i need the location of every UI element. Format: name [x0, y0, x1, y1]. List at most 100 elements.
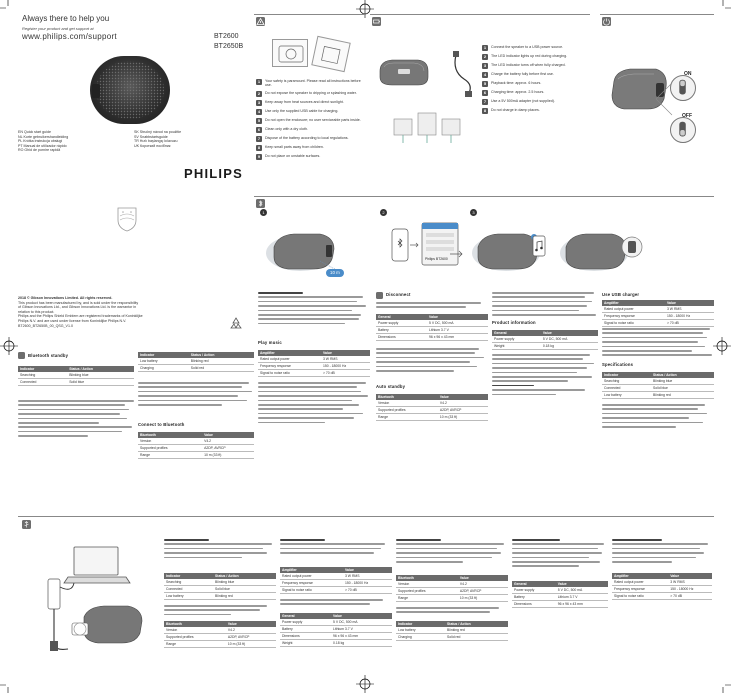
table-header: Value [457, 575, 508, 581]
table-cell: Range [138, 451, 203, 459]
table-cell: Connected [164, 585, 214, 593]
table-cell: Blinking blue [67, 372, 134, 379]
language-item: PT Manual de utilizador rápido [18, 143, 67, 148]
section-title-product-info: Product information [492, 320, 536, 325]
table-cell: Battery [376, 326, 428, 334]
support-url[interactable]: www.philips.com/support [22, 32, 117, 41]
speaker-box-illustration [272, 39, 308, 67]
power-outlet-illustration [392, 111, 462, 147]
power-panel: ON OFF [600, 14, 714, 190]
crop-mark-bottom-right [715, 677, 731, 693]
charge-step: Connect the speaker to a USB power sourc… [491, 45, 564, 49]
language-item: SV Snabbstartsguide [134, 134, 168, 139]
safety-note: Do not expose the speaker to dripping or… [265, 90, 357, 95]
philips-logo: PHILIPS [184, 166, 243, 181]
table-cell: 150 - 18000 Hz [342, 579, 392, 587]
phone-bluetooth-illustration [388, 219, 476, 269]
table-cell: Blinking red [445, 627, 508, 634]
table-cell: Frequency response [602, 312, 665, 320]
speaker-playing-illustration [554, 227, 644, 275]
power-icon [602, 17, 611, 26]
usb-cable-illustration [450, 51, 478, 97]
crop-mark-top-right [715, 0, 731, 16]
table-cell: 96 x 96 x 43 mm [555, 600, 608, 608]
table-cell: Rated output power [258, 356, 321, 363]
table-cell: Weight [280, 639, 332, 647]
table-cell: V4.2 [437, 400, 488, 407]
table-header: Amplifier [602, 300, 665, 306]
table-header: Indicator [396, 621, 446, 627]
registration-mark-right [713, 337, 731, 355]
table-header: Value [668, 573, 712, 579]
table-cell: Blinking red [651, 391, 714, 399]
table-cell: Blinking blue [651, 378, 714, 385]
table-header: Value [540, 330, 598, 336]
table-cell: Weight [492, 342, 541, 350]
table-cell: 3 W RMS [664, 306, 714, 313]
table-cell: 3 W RMS [342, 573, 392, 580]
table-cell: Blinking red [188, 358, 254, 365]
table-cell: Dimensions [376, 333, 428, 341]
table-header: Value [331, 613, 392, 619]
table-cell: Dimensions [280, 632, 332, 640]
table-cell: Frequency response [280, 579, 343, 587]
language-list-left: EN Quick start guide NL Korte gebruikers… [18, 130, 123, 153]
table-cell: Supported profiles [396, 587, 458, 595]
usb-text-column-3 [396, 539, 508, 565]
usb-text-column-2 [280, 539, 392, 557]
distance-label: 10 m [330, 270, 340, 275]
table-header: Value [555, 581, 608, 587]
table-header: Indicator [138, 352, 189, 358]
language-item: PL Krótka instrukcja obsługi [18, 139, 63, 144]
product-info-description [492, 292, 598, 318]
table-cell: A2DP, AVRCP [202, 444, 254, 452]
usb-text-column-2b [280, 599, 392, 608]
battery-icon [372, 17, 381, 26]
table-header: Bluetooth [164, 621, 226, 627]
table-cell: Charging [138, 364, 189, 372]
table-header: Amplifier [280, 567, 343, 573]
table-cell: Signal to noise ratio [612, 592, 669, 600]
play-description [258, 292, 370, 327]
safety-note: Clean only with a dry cloth. [265, 126, 308, 131]
table-cell: Power supply [280, 619, 332, 626]
table-header: Status / Action [445, 621, 508, 627]
power-off-zoom [670, 117, 696, 143]
charge-step: The LED indicator turns off when fully c… [491, 63, 566, 67]
registration-mark-left [0, 337, 18, 355]
table-cell: Battery [512, 593, 556, 601]
model-number-1: BT2600 [214, 33, 239, 40]
table-cell: Blinking red [213, 592, 276, 600]
usb-text-column-1b [164, 605, 276, 618]
table-cell: V4.2 [457, 581, 508, 588]
safety-note: Use only the supplied USB cable for char… [265, 108, 339, 113]
